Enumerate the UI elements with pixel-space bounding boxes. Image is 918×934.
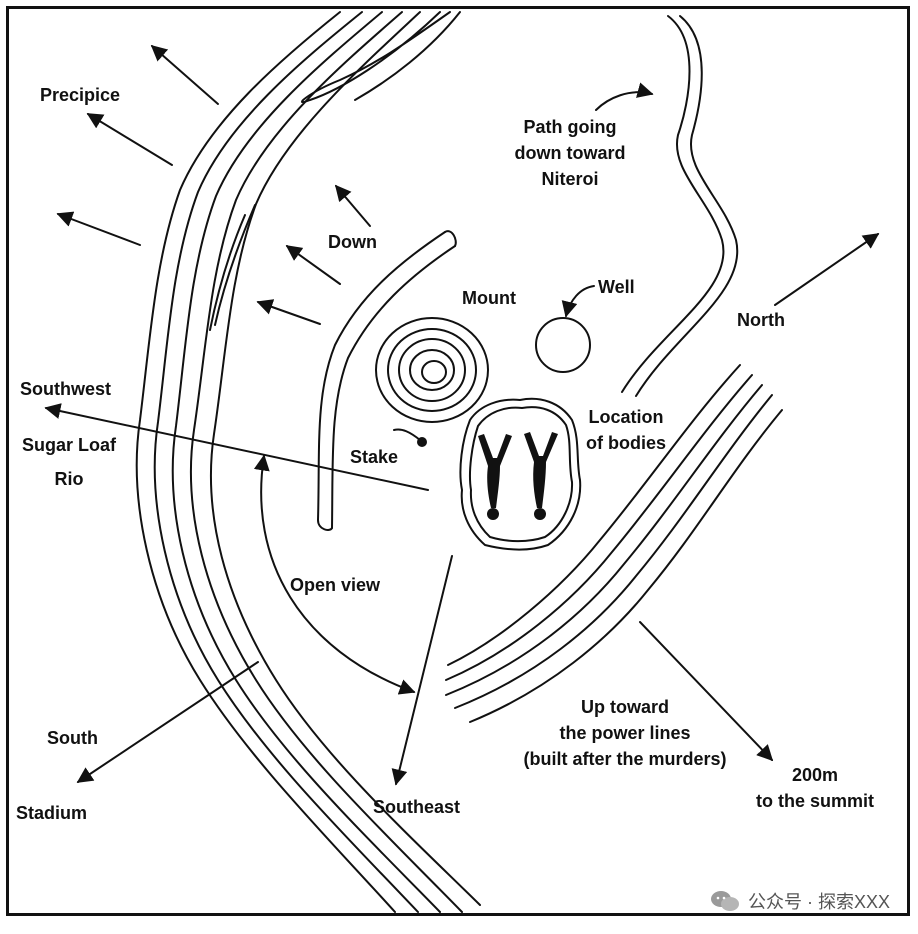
watermark-text: 公众号 · 探索XXX [747,892,890,912]
watermark: 公众号 · 探索XXX [710,888,890,914]
map-frame [6,6,910,916]
stake-marker [417,437,427,447]
label-south: South [47,728,98,748]
label-sugar-loaf: Sugar Loaf Rio [21,435,116,489]
label-stadium: Stadium [16,803,88,823]
label-path: Path going down toward Niteroi [514,117,626,189]
bodies-enclosure [459,397,582,551]
direction-arrows [44,44,880,786]
label-down: Down [328,232,377,252]
mount-contours [375,317,489,423]
label-summit: 200m to the summit [755,765,874,811]
label-mount: Mount [462,288,516,308]
wechat-bubbles-icon [710,891,739,911]
label-up-toward: Up toward the power lines (built after t… [523,697,727,769]
label-southwest: Southwest [20,379,112,399]
label-well: Well [598,277,635,297]
inner-ridge-contours [317,230,457,531]
bodies-figures [478,432,558,520]
right-slope-contours [445,364,783,723]
label-location: Location of bodies [586,407,666,453]
path-to-niteroi [621,15,739,397]
left-ridge-contours [135,11,481,913]
label-southeast: Southeast [373,797,461,817]
label-precipice: Precipice [40,85,121,105]
label-open-view: Open view [290,575,381,595]
well-circle [535,317,591,373]
label-north: North [737,310,785,330]
label-stake: Stake [350,447,399,467]
